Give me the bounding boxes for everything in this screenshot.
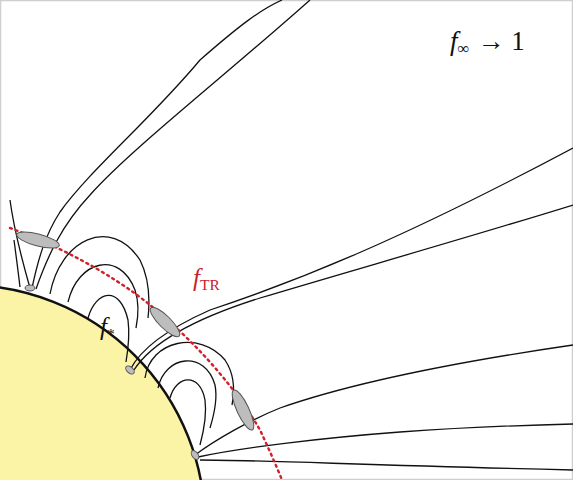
symbol: f bbox=[100, 313, 107, 340]
flux-tubes bbox=[15, 229, 258, 461]
transition-region bbox=[10, 228, 282, 480]
subscript: * bbox=[107, 325, 115, 342]
subscript: ∞ bbox=[458, 39, 470, 58]
math-label: f* bbox=[100, 314, 115, 341]
field-lines bbox=[10, 0, 573, 470]
math-label: f∞ → 1 bbox=[450, 28, 525, 58]
star-disc bbox=[0, 285, 205, 480]
subscript: TR bbox=[200, 276, 220, 293]
math-label: fTR bbox=[193, 265, 220, 292]
symbol: f bbox=[450, 26, 458, 56]
symbol: → 1 bbox=[478, 26, 525, 56]
symbol: f bbox=[193, 264, 200, 291]
